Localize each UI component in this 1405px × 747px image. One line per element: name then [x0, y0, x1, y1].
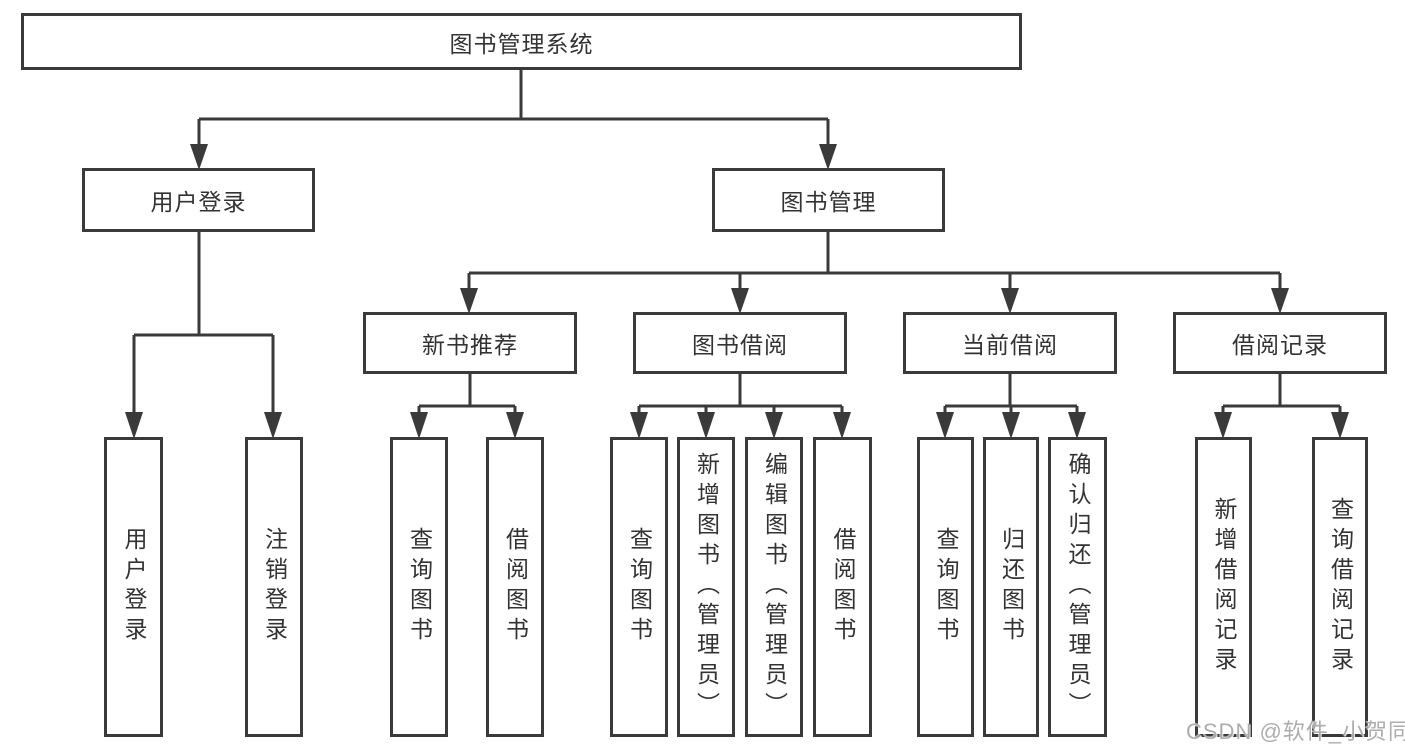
node-book-management-label: 图书管理 — [780, 189, 877, 215]
node-user-login: 用户登录 — [82, 168, 315, 232]
leaf-query-books-recommend: 查询图书 — [390, 437, 448, 737]
leaf-return-book: 归还图书 — [983, 437, 1039, 737]
node-borrow-records-label: 借阅记录 — [1232, 332, 1328, 358]
leaf-query-books-borrow-label: 查询图书 — [626, 527, 653, 647]
leaf-logout: 注销登录 — [245, 437, 303, 737]
leaf-borrow-books: 借阅图书 — [813, 437, 872, 737]
leaf-confirm-return-admin: 确认归还（管理员） — [1048, 437, 1107, 737]
leaf-query-books-current: 查询图书 — [917, 437, 974, 737]
node-book-borrow: 图书借阅 — [633, 312, 847, 374]
leaf-query-books-current-label: 查询图书 — [933, 527, 959, 647]
node-root-system: 图书管理系统 — [21, 13, 1022, 70]
leaf-edit-book-admin: 编辑图书（管理员） — [745, 437, 803, 737]
leaf-user-login: 用户登录 — [104, 437, 163, 737]
leaf-add-borrow-record-label: 新增借阅记录 — [1211, 497, 1237, 677]
node-borrow-records: 借阅记录 — [1173, 312, 1387, 374]
node-new-book-recommend: 新书推荐 — [363, 312, 577, 374]
leaf-query-books-borrow: 查询图书 — [610, 437, 668, 737]
csdn-watermark: CSDN @软件_小贺同学 — [1186, 719, 1405, 744]
node-user-login-label: 用户登录 — [150, 189, 247, 215]
leaf-borrow-books-recommend-label: 借阅图书 — [502, 527, 529, 647]
leaf-user-login-label: 用户登录 — [121, 527, 147, 647]
leaf-edit-book-admin-label: 编辑图书（管理员） — [761, 452, 788, 722]
leaf-add-borrow-record: 新增借阅记录 — [1195, 437, 1252, 737]
leaf-add-book-admin-label: 新增图书（管理员） — [693, 452, 720, 722]
leaf-confirm-return-admin-label: 确认归还（管理员） — [1065, 452, 1091, 722]
node-new-book-recommend-label: 新书推荐 — [422, 332, 518, 358]
node-book-management: 图书管理 — [712, 168, 945, 232]
leaf-borrow-books-recommend: 借阅图书 — [486, 437, 544, 737]
leaf-add-book-admin: 新增图书（管理员） — [677, 437, 735, 737]
node-current-borrow: 当前借阅 — [903, 312, 1117, 374]
leaf-logout-label: 注销登录 — [261, 527, 288, 647]
leaf-query-borrow-record-label: 查询借阅记录 — [1327, 497, 1354, 677]
node-current-borrow-label: 当前借阅 — [962, 332, 1058, 358]
node-root-system-label: 图书管理系统 — [449, 30, 594, 57]
node-book-borrow-label: 图书借阅 — [692, 332, 788, 358]
leaf-borrow-books-label: 借阅图书 — [830, 527, 856, 647]
leaf-return-book-label: 归还图书 — [998, 527, 1025, 647]
leaf-query-borrow-record: 查询借阅记录 — [1312, 437, 1368, 737]
leaf-query-books-recommend-label: 查询图书 — [406, 527, 433, 647]
